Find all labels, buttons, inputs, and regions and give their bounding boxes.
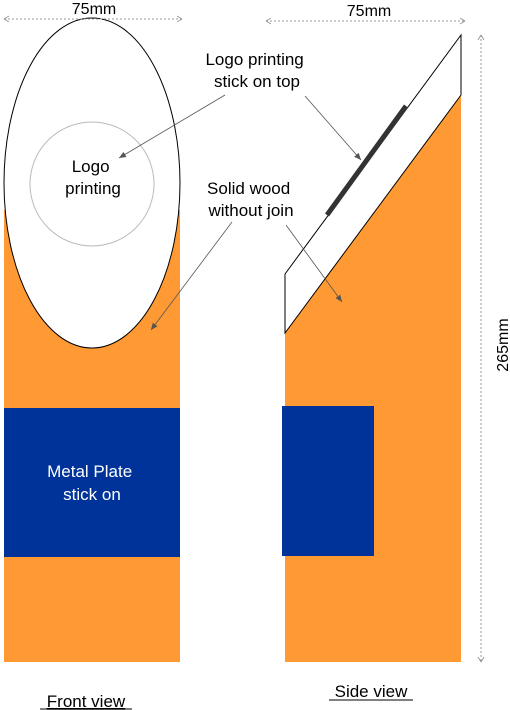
front-width-label: 75mm — [72, 1, 116, 18]
side-view — [282, 33, 462, 662]
front-view: Logo printing Metal Plate stick on — [3, 17, 181, 662]
logo-printing-label: Logo printing — [65, 157, 121, 198]
front-logo-oval — [3, 17, 181, 349]
callouts: Logo printing stick on top Solid wood wi… — [205, 50, 308, 220]
front-metal-plate — [4, 408, 180, 557]
front-view-caption: Front view — [47, 692, 126, 710]
logo-stick-on-top-label: Logo printing stick on top — [205, 50, 308, 91]
callout-leaders — [118, 94, 362, 331]
side-metal-plate — [282, 406, 374, 556]
logo-print-area-circle — [29, 121, 155, 247]
side-width-label: 75mm — [347, 3, 391, 20]
side-view-caption: Side view — [335, 682, 408, 701]
height-label: 265mm — [495, 318, 510, 371]
logo-print-strip — [324, 104, 409, 217]
logo-top-leader-to-strip — [304, 95, 362, 161]
metal-plate-label: Metal Plate stick on — [47, 462, 137, 504]
solid-wood-leader-to-side — [285, 224, 343, 303]
solid-wood-label: Solid wood without join — [207, 179, 295, 220]
view-captions: Front view Side view — [40, 682, 413, 710]
dimension-lines: 75mm 75mm 265mm — [3, 1, 510, 663]
logo-top-leader-to-front — [118, 94, 226, 159]
solid-wood-leader-to-front — [150, 221, 233, 331]
